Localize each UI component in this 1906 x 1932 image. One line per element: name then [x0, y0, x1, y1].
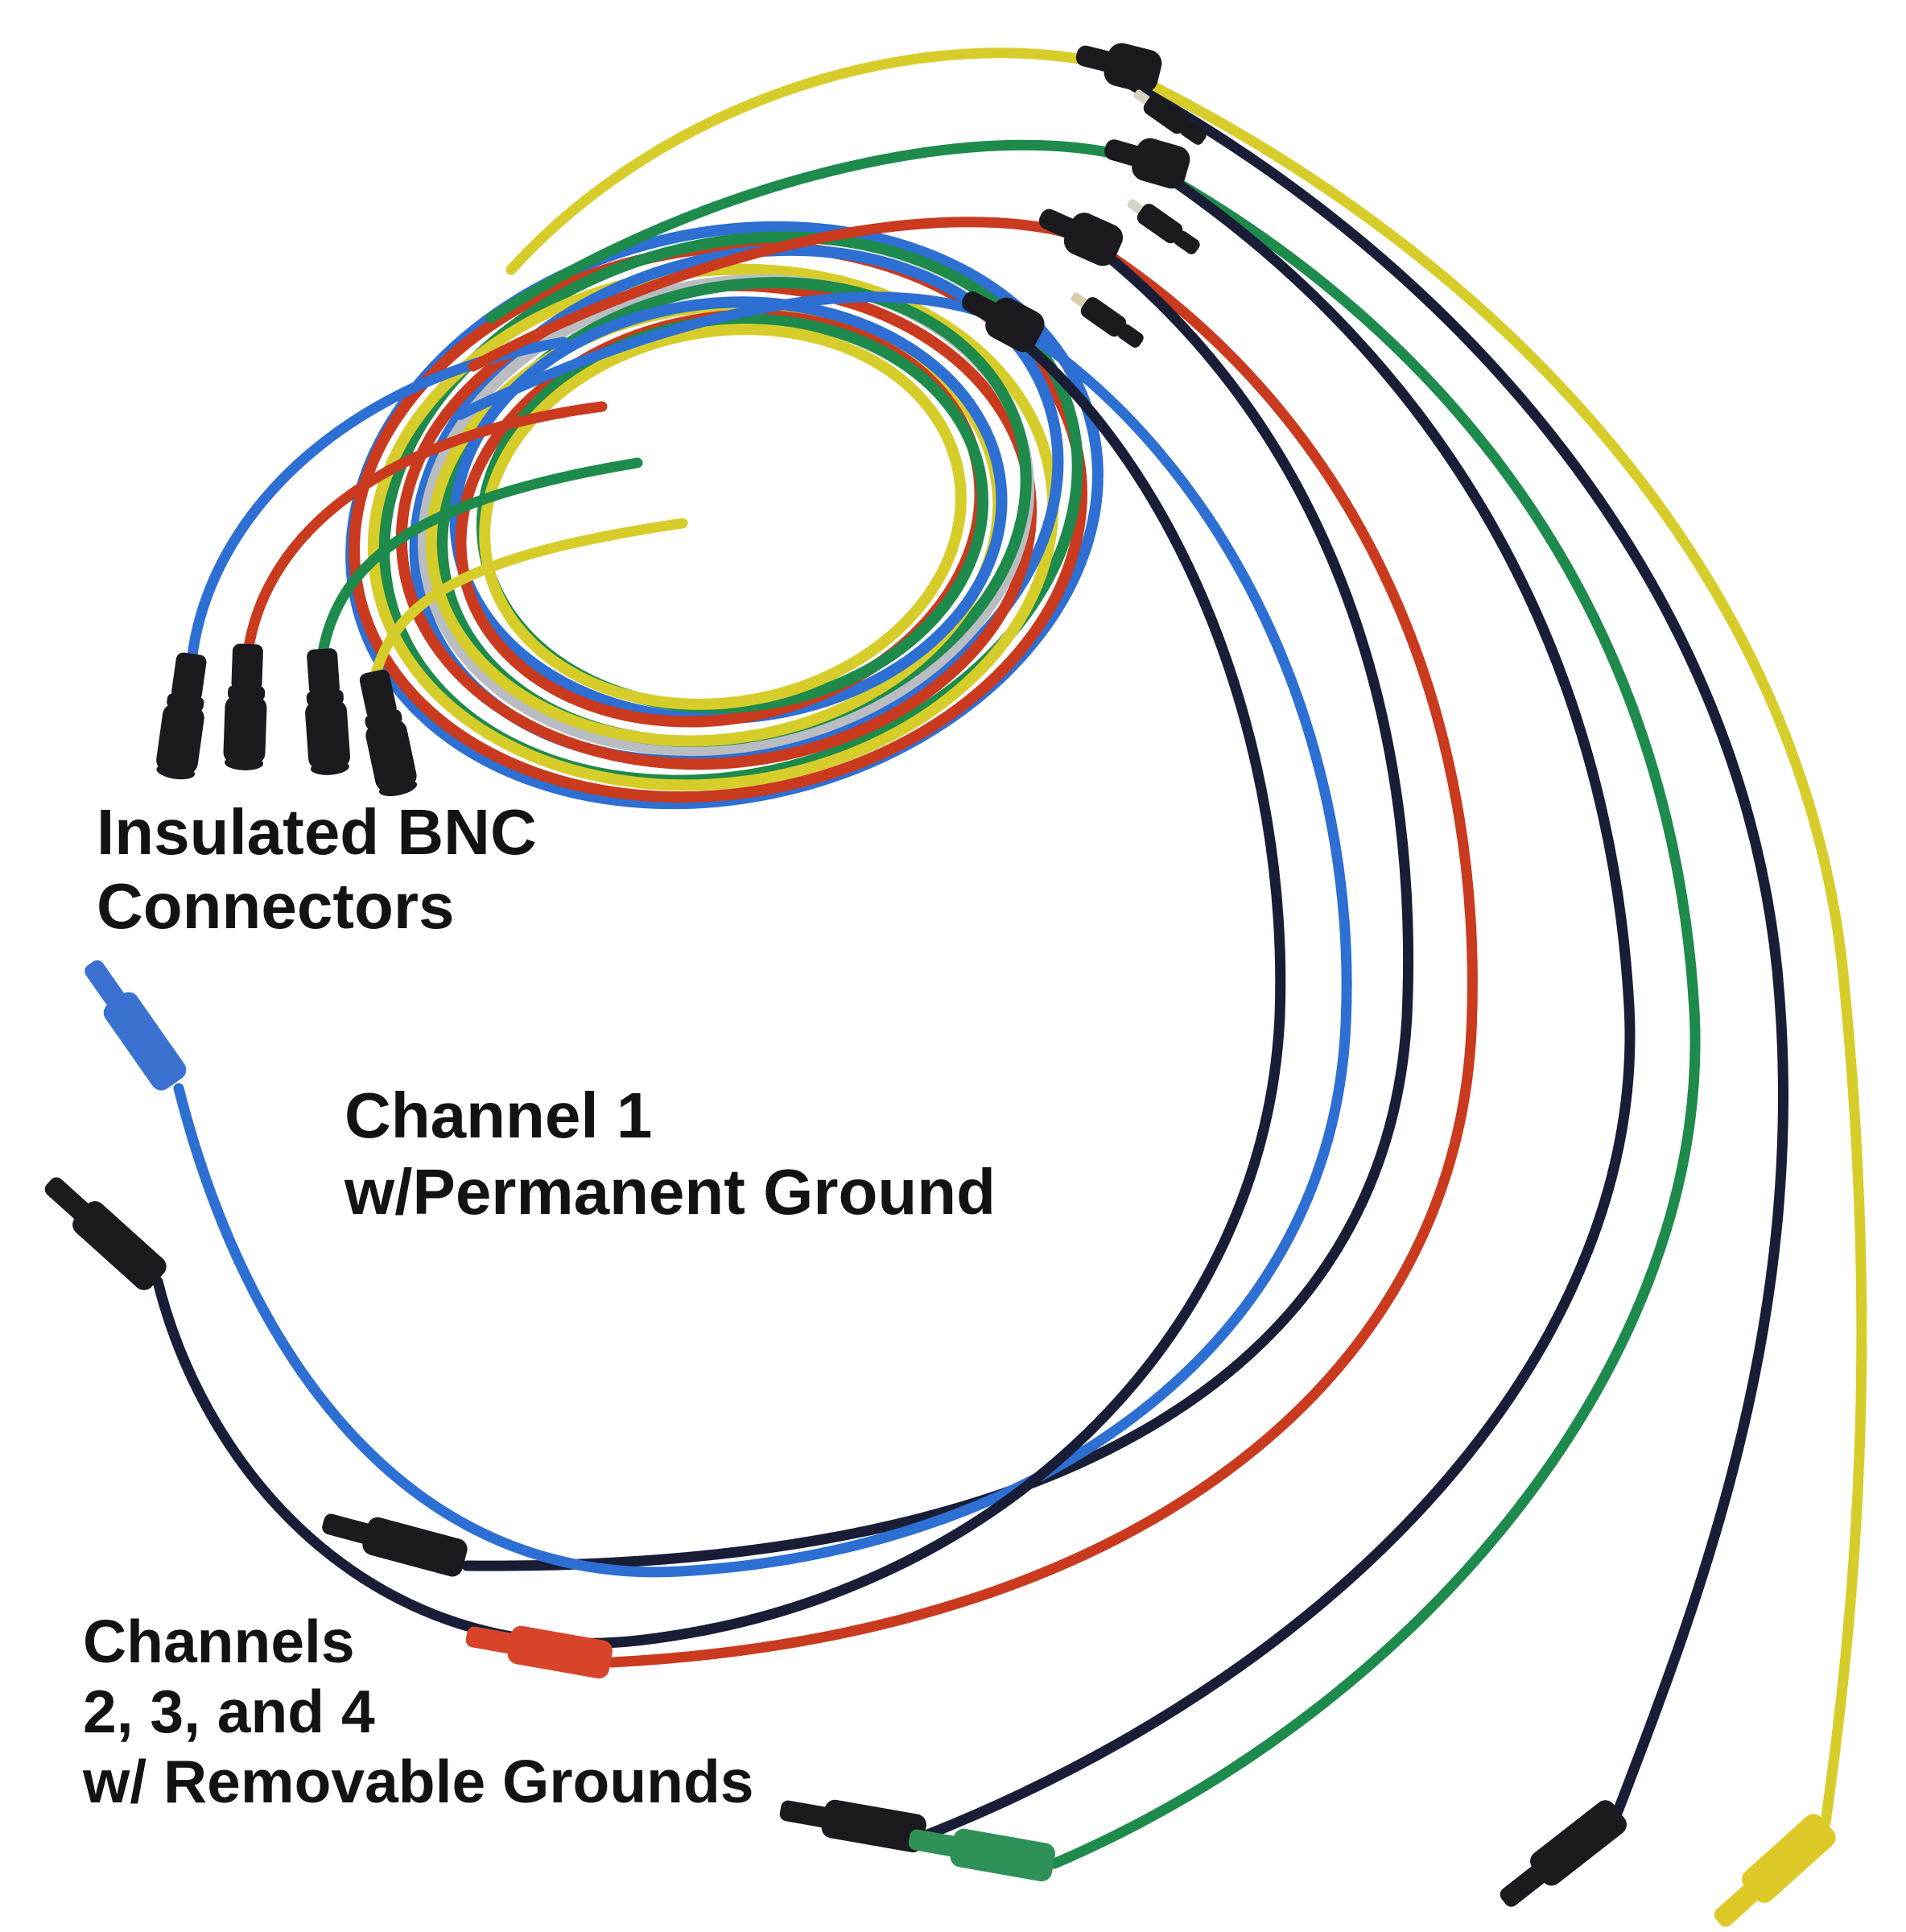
fanout-green	[485, 139, 1149, 324]
splitter-red	[1038, 208, 1124, 266]
arc-green-ground	[920, 160, 1636, 1841]
insulated-bnc-label: Insulated BNC Connectors	[97, 795, 537, 943]
channel-arcs	[152, 68, 1867, 1869]
arc-blue	[173, 318, 1352, 1578]
insulated-bnc-connectors	[156, 643, 418, 797]
splitter-yellow	[1075, 43, 1162, 93]
bnc-connector-yellow	[359, 669, 418, 797]
bnc-connector-red	[223, 643, 267, 770]
channel1-label: Channel 1 w/Permanent Ground	[344, 1077, 996, 1230]
bnc-connector-green	[305, 648, 350, 775]
bnc-lead-red	[242, 401, 608, 658]
channels-234-label-line3: w/ Removable Grounds	[83, 1748, 754, 1815]
splitter-blue-permanent-ground	[962, 291, 1045, 353]
fanout-blue	[455, 291, 1004, 420]
insulated-bnc-label-line1: Insulated BNC	[97, 796, 537, 868]
clip-yellow-channel	[1714, 1814, 1836, 1927]
bnc-lead-green	[316, 457, 643, 663]
fanout-yellow	[505, 47, 1120, 275]
clip-black-ground-2	[322, 1513, 468, 1577]
bnc-connector-blue	[156, 652, 207, 780]
splitter-green	[1104, 138, 1190, 189]
clip-black-ground-4	[1500, 1800, 1627, 1907]
insulated-bnc-label-line2: Connectors	[97, 870, 455, 942]
fanout-wires	[455, 47, 1149, 420]
clip-red-channel	[465, 1625, 613, 1679]
coil-loop	[479, 324, 967, 710]
arc-red	[606, 237, 1478, 1668]
clip-black-channel1-ground	[44, 1177, 167, 1290]
ground-splitters	[962, 43, 1190, 353]
removable-ground-pins	[1071, 89, 1207, 348]
channel1-label-line2: w/Permanent Ground	[344, 1156, 996, 1228]
clip-green-channel	[908, 1828, 1055, 1882]
arc-blue-ground	[152, 323, 1286, 1649]
channels-234-label: Channels 2, 3, and 4 w/ Removable Ground…	[83, 1607, 754, 1817]
micro-clips	[44, 960, 1836, 1927]
arc-yellow-ground	[1118, 75, 1788, 1817]
bnc-lead-yellow	[369, 518, 688, 685]
arc-red-ground	[461, 233, 1414, 1571]
channel1-label-line1: Channel 1	[344, 1080, 653, 1151]
clip-blue-channel1	[85, 960, 187, 1091]
coil-loop	[378, 231, 1083, 786]
clip-black-ground-3	[779, 1799, 926, 1853]
ground-pin-2	[1127, 199, 1200, 254]
fanout-red	[468, 217, 1083, 372]
ground-pin-3	[1071, 292, 1144, 348]
arc-yellow	[1123, 68, 1867, 1828]
ground-pin-1	[1133, 89, 1207, 145]
arc-green	[1049, 165, 1701, 1869]
channels-234-label-line2: 2, 3, and 4	[83, 1678, 375, 1745]
channels-234-label-line1: Channels	[83, 1608, 355, 1675]
